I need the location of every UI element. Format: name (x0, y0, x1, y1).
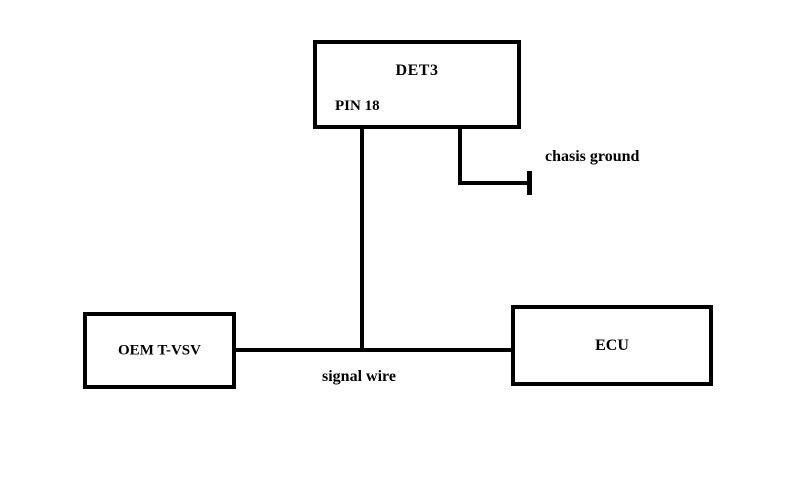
signal-wire-label: signal wire (322, 368, 396, 385)
pin18-signal-wire-vertical (360, 127, 364, 352)
oem-tvsv-box-label: OEM T-VSV (118, 342, 201, 358)
chasis-ground-terminal-tick (527, 171, 532, 195)
ecu-box: ECU (511, 305, 713, 386)
chasis-ground-wire-vertical (458, 127, 462, 185)
oem-tvsv-box: OEM T-VSV (83, 312, 236, 389)
det3-pin18-label: PIN 18 (335, 98, 380, 114)
chasis-ground-label: chasis ground (545, 148, 640, 165)
ecu-box-label: ECU (595, 336, 629, 354)
det3-box: DET3 PIN 18 (313, 40, 521, 129)
signal-wire-horizontal (234, 348, 513, 352)
det3-box-label: DET3 (395, 62, 439, 79)
chasis-ground-wire-horizontal (458, 181, 531, 185)
